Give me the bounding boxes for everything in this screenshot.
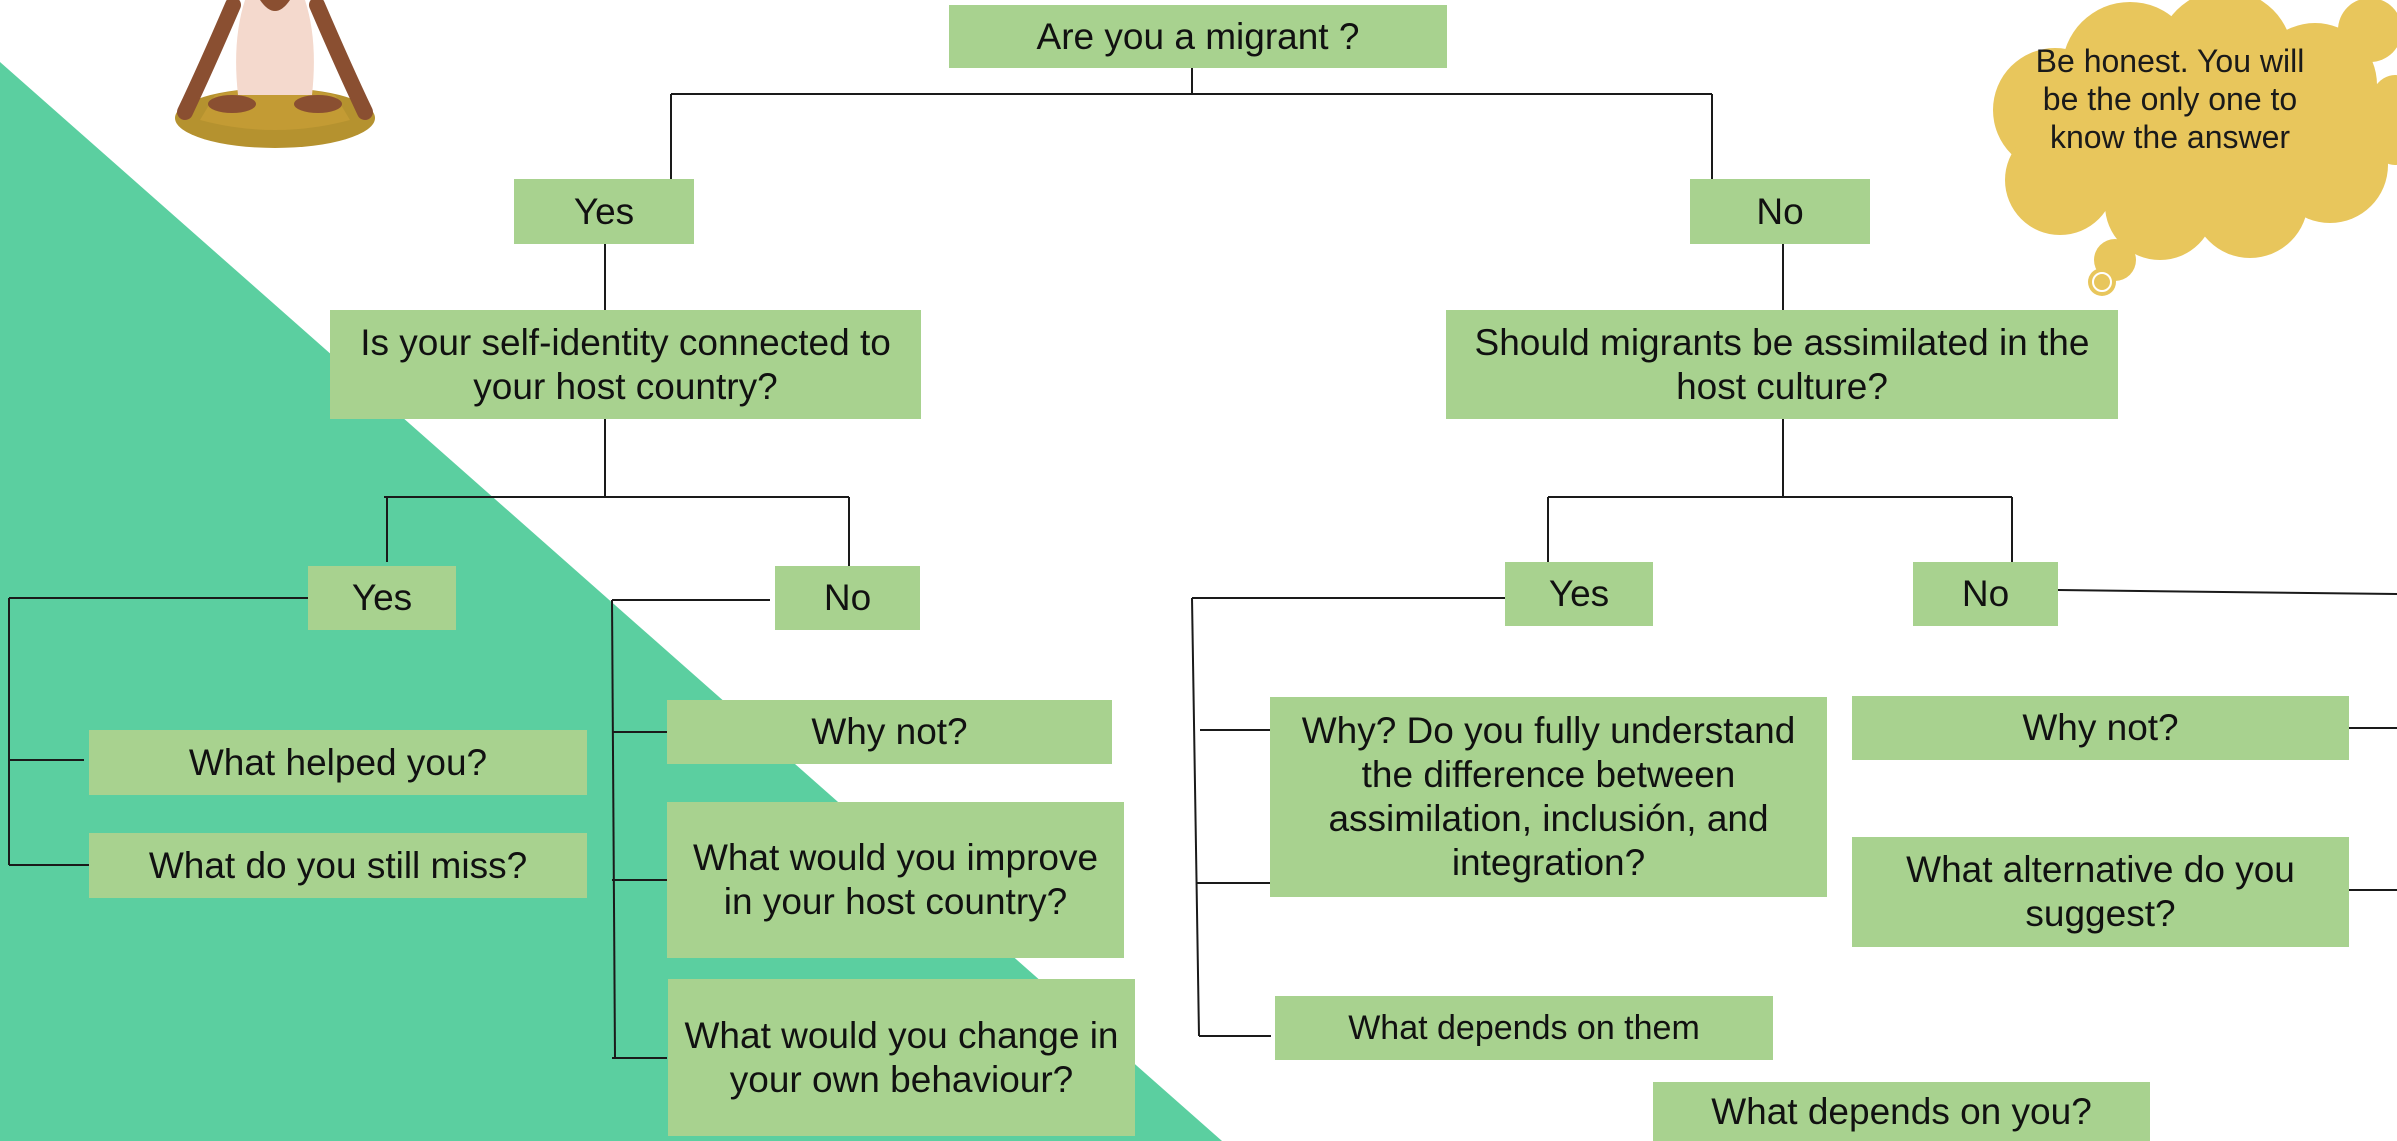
identity-yes-node: Yes	[308, 566, 456, 630]
change-behaviour-node: What would you change in your own behavi…	[668, 979, 1135, 1136]
yes-migrant-node: Yes	[514, 179, 694, 244]
depends-on-them-node: What depends on them	[1275, 996, 1773, 1060]
self-identity-question-node: Is your self-identity connected to your …	[330, 310, 921, 419]
thought-cloud-icon	[1993, 0, 2397, 296]
thought-bubble-dot	[2092, 272, 2112, 292]
understand-difference-node: Why? Do you fully understand the differe…	[1270, 697, 1827, 897]
no-migrant-node: No	[1690, 179, 1870, 244]
alternative-suggest-node: What alternative do you suggest?	[1852, 837, 2349, 947]
why-not-right-node: Why not?	[1852, 696, 2349, 760]
meditating-person-icon	[175, 0, 375, 148]
depends-on-you-node: What depends on you?	[1653, 1082, 2150, 1141]
why-not-left-node: Why not?	[667, 700, 1112, 764]
still-miss-node: What do you still miss?	[89, 833, 587, 898]
root-question-node: Are you a migrant ?	[949, 5, 1447, 68]
what-helped-node: What helped you?	[89, 730, 587, 795]
assimilation-yes-node: Yes	[1505, 562, 1653, 626]
thought-bubble-text: Be honest. You will be the only one to k…	[2035, 43, 2305, 155]
assimilation-question-node: Should migrants be assimilated in the ho…	[1446, 310, 2118, 419]
connector-lines	[8, 68, 2397, 1059]
assimilation-no-node: No	[1913, 562, 2058, 626]
improve-host-node: What would you improve in your host coun…	[667, 802, 1124, 958]
identity-no-node: No	[775, 566, 920, 630]
